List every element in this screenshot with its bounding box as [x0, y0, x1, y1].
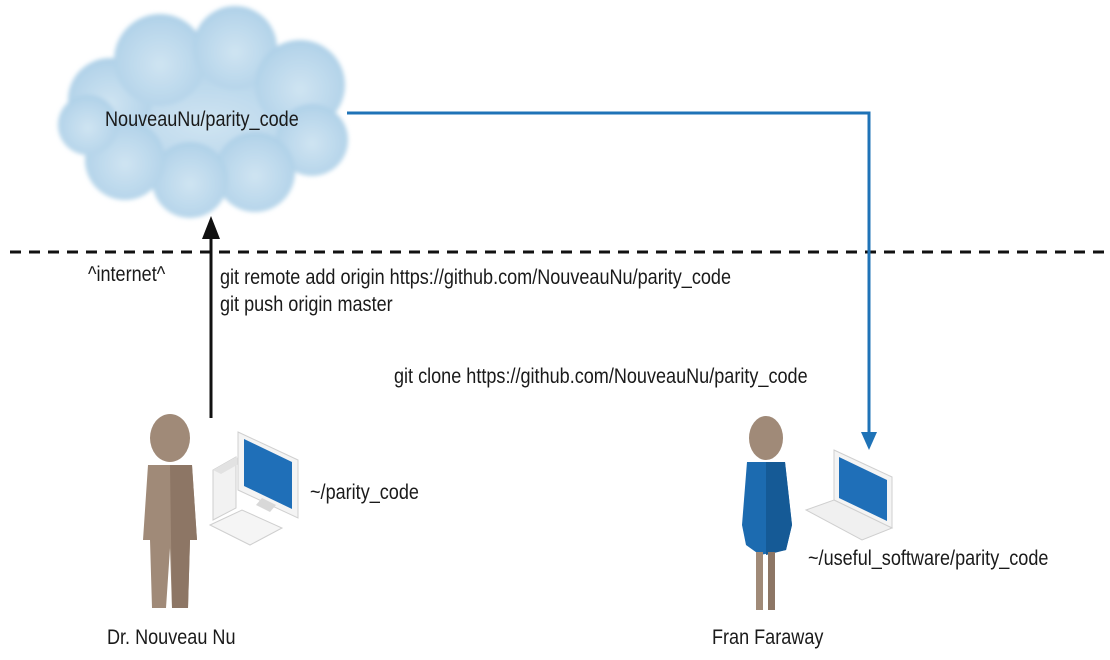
push-arrow	[202, 216, 220, 418]
remote-add-command: git remote add origin https://github.com…	[220, 266, 732, 289]
collaborator-person-icon	[742, 416, 792, 610]
internet-label: ^internet^	[88, 263, 166, 286]
cloud-icon	[58, 6, 348, 218]
clone-arrow	[347, 111, 877, 450]
collaborator-local-path: ~/useful_software/parity_code	[808, 547, 1049, 570]
clone-command: git clone https://github.com/NouveauNu/p…	[394, 365, 808, 388]
author-local-path: ~/parity_code	[310, 481, 419, 504]
author-name: Dr. Nouveau Nu	[107, 626, 236, 649]
laptop-icon	[804, 449, 894, 541]
push-command: git push origin master	[220, 293, 393, 316]
collaborator-name: Fran Faraway	[712, 626, 824, 649]
desktop-computer-icon	[208, 431, 299, 546]
author-person-icon	[143, 414, 197, 608]
repo-label: NouveauNu/parity_code	[105, 108, 299, 131]
